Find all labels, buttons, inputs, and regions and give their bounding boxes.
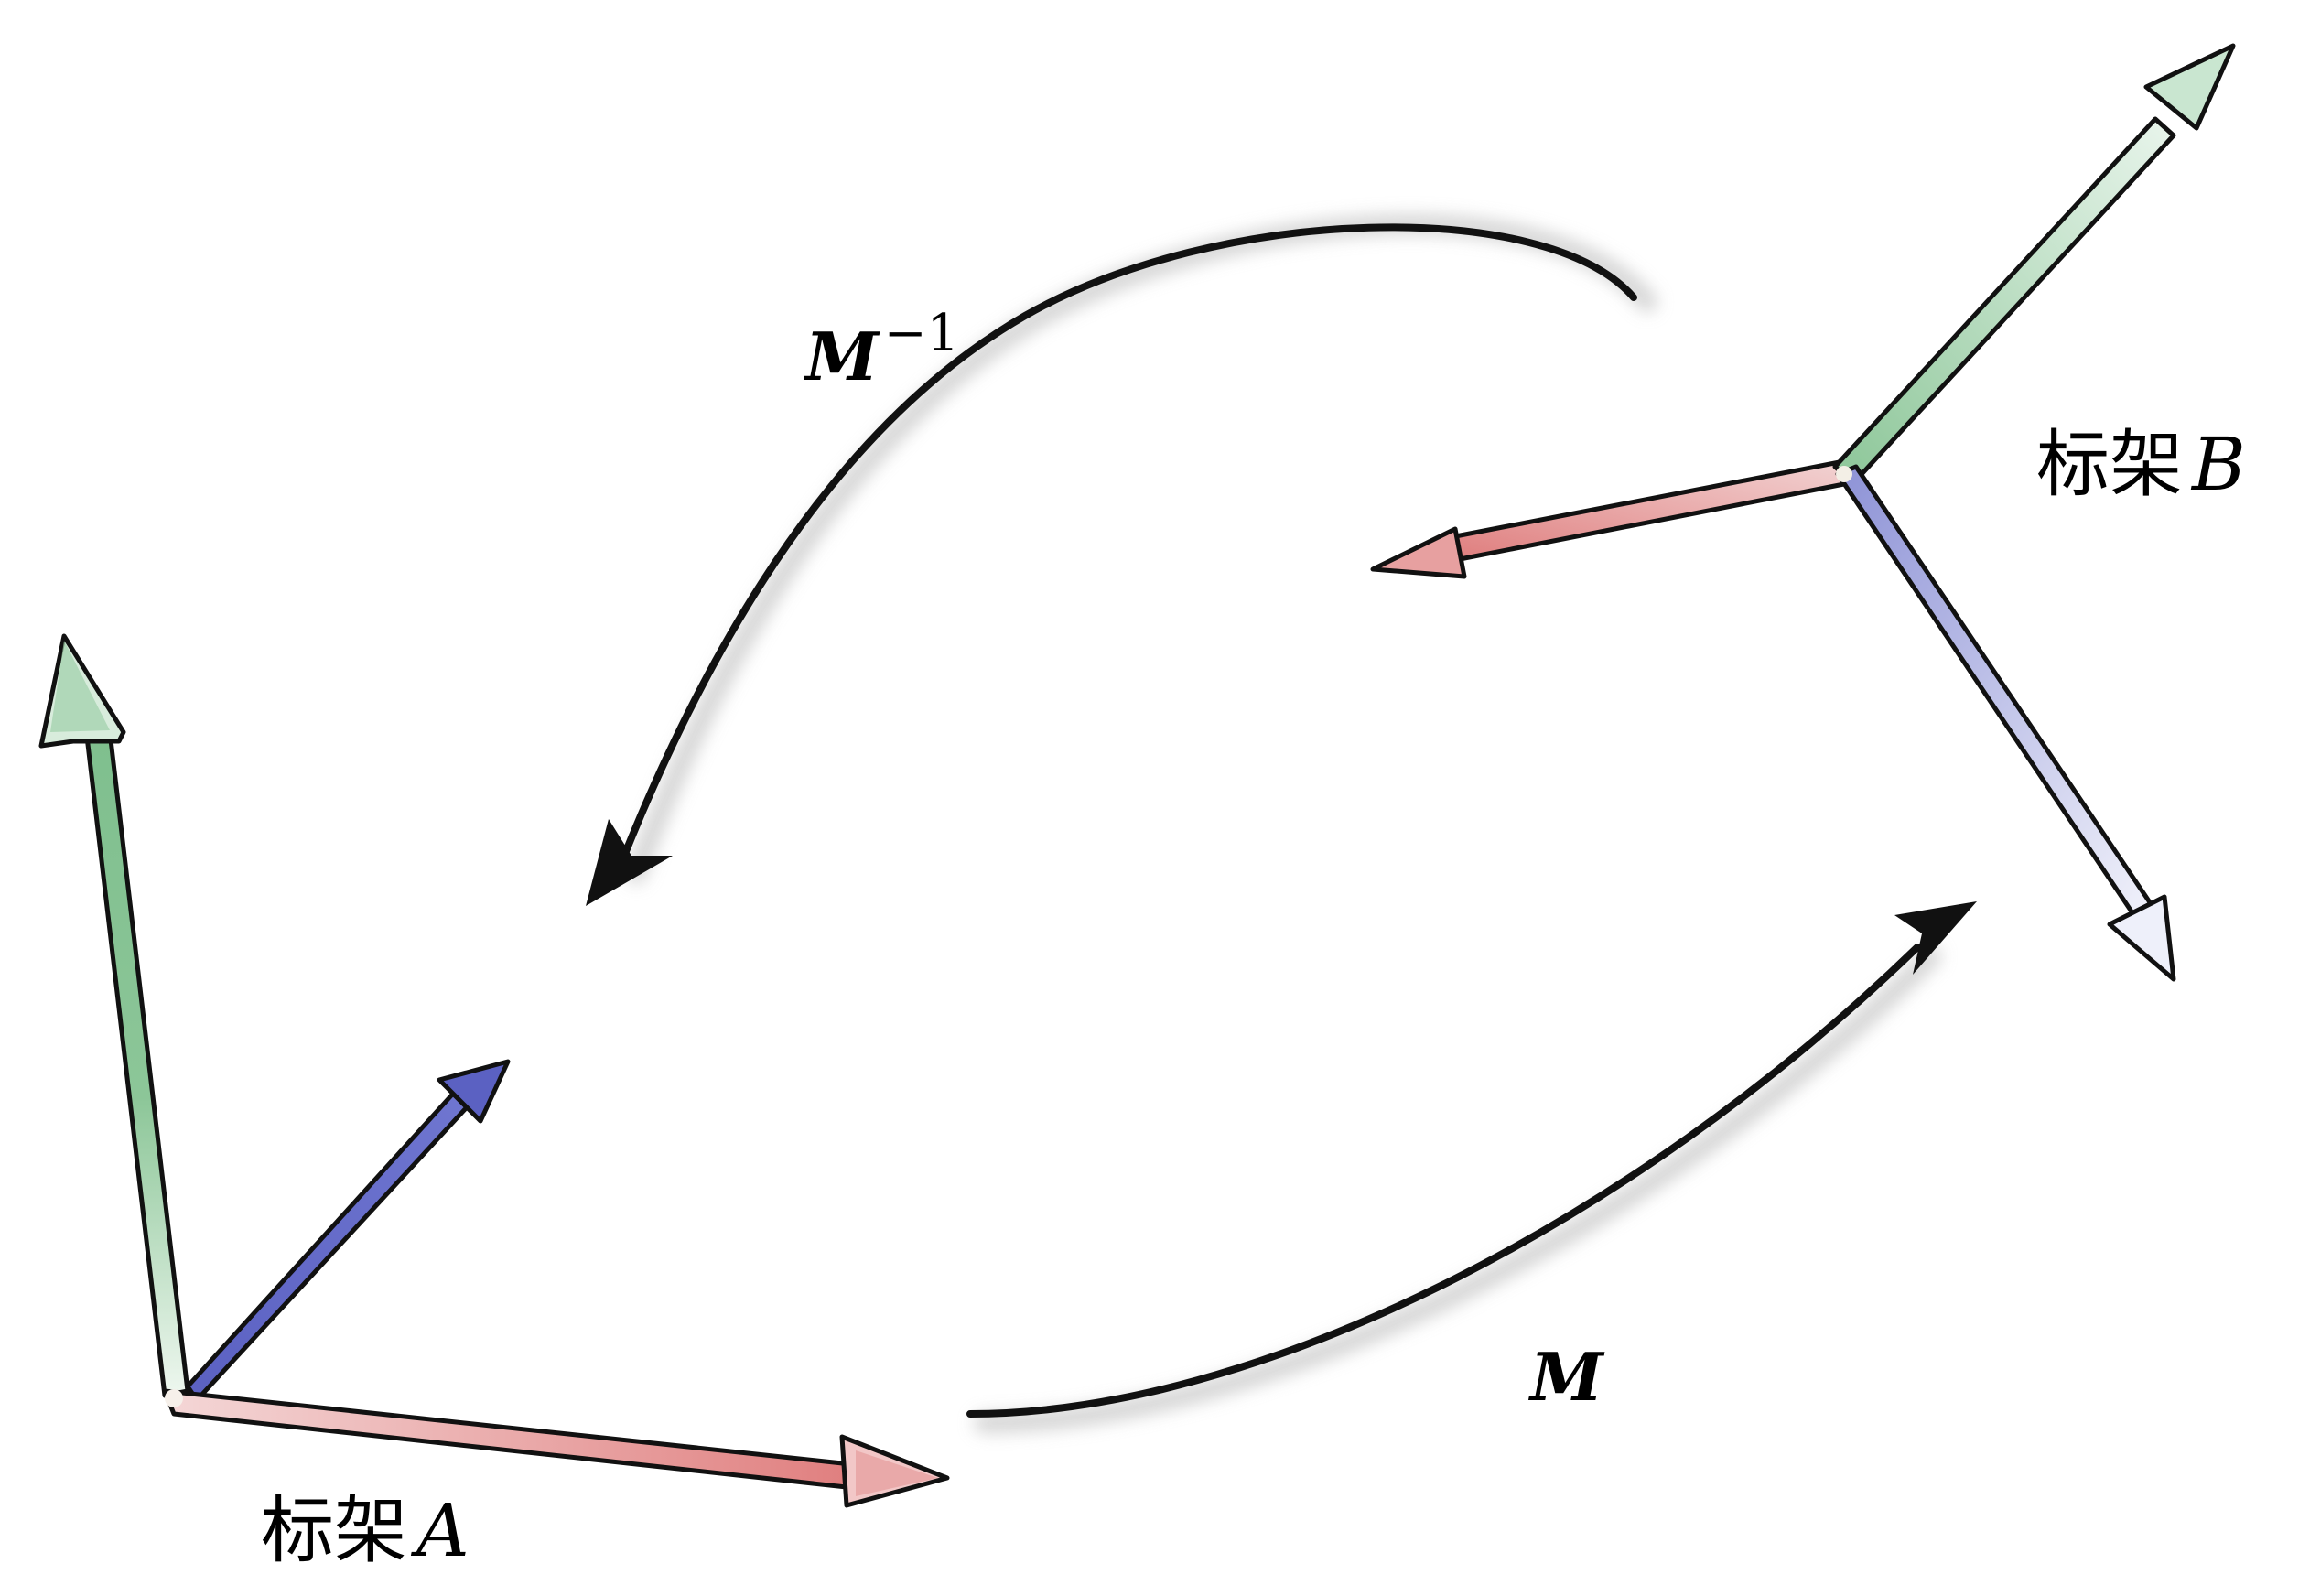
forward-transform-arrow bbox=[966, 901, 1977, 1433]
frame-a bbox=[38, 633, 950, 1508]
frame-b bbox=[1370, 43, 2236, 982]
inverse-transform-symbol: M bbox=[803, 318, 880, 395]
frame-b-z-axis bbox=[1835, 464, 2176, 982]
frame-b-y-axis bbox=[1832, 43, 2236, 486]
frame-a-label-letter: A bbox=[410, 1488, 470, 1573]
frame-a-origin bbox=[165, 1389, 183, 1407]
inverse-transform-label: M−1 bbox=[803, 304, 959, 395]
frame-a-z-axis bbox=[185, 1059, 511, 1403]
inverse-transform-exponent: −1 bbox=[884, 304, 960, 363]
frame-b-origin bbox=[1836, 466, 1852, 482]
frame-b-x-axis bbox=[1370, 459, 1851, 579]
inverse-transform-arrow bbox=[586, 214, 1657, 906]
frame-a-label-prefix: 标架 bbox=[261, 1488, 407, 1573]
frame-b-label-letter: B bbox=[2190, 422, 2246, 507]
forward-transform-label: M bbox=[1527, 1338, 1605, 1416]
frame-a-y-axis bbox=[38, 633, 190, 1398]
frame-b-label-prefix: 标架 bbox=[2036, 422, 2183, 507]
